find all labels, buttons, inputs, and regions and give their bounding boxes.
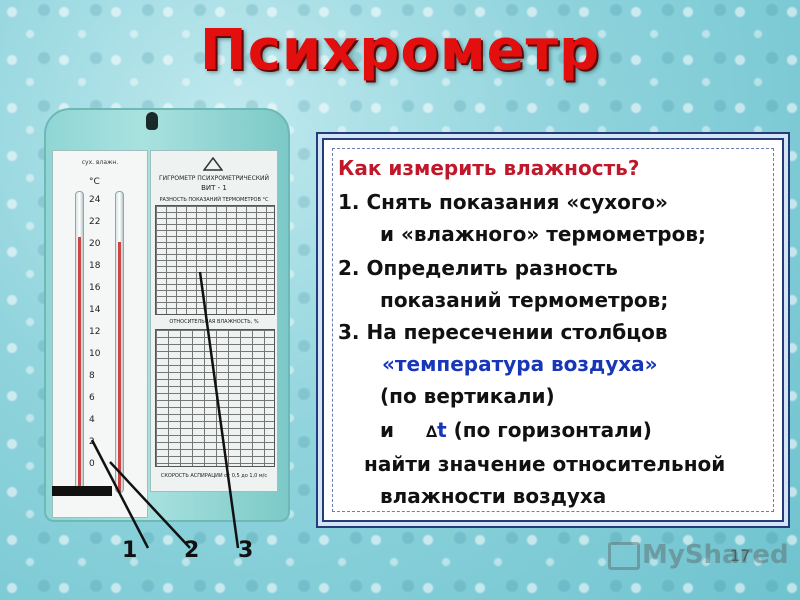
step3-and: и <box>380 418 395 442</box>
instructions-heading: Как измерить влажность? <box>338 156 640 180</box>
scale-tick-label: 16 <box>89 283 101 293</box>
pointer-label-2: 2 <box>184 538 200 563</box>
scale-tick-label: 6 <box>89 393 95 403</box>
scale-unit: °C <box>89 177 100 187</box>
step1-line1: 1. Снять показания «сухого» <box>338 190 668 214</box>
instructions-inner-frame <box>332 148 774 512</box>
hanging-hole <box>146 112 158 130</box>
scale-tick-label: 4 <box>89 415 95 425</box>
scale-tick-label: 12 <box>89 327 101 337</box>
instructions-box: Как измерить влажность? 1. Снять показан… <box>322 138 784 522</box>
psychrometric-table: ГИГРОМЕТР ПСИХРОМЕТРИЧЕСКИЙ ВИТ - 1 РАЗН… <box>150 150 278 492</box>
table-title-1: ГИГРОМЕТР ПСИХРОМЕТРИЧЕСКИЙ <box>158 175 269 182</box>
step2-line1: 2. Определить разность <box>338 256 618 280</box>
step3-line3: (по вертикали) <box>380 384 555 408</box>
humidity-table-upper <box>155 205 275 315</box>
scale-tick-label: 20 <box>89 239 101 249</box>
scale-tick-label: 0 <box>89 459 95 469</box>
step3-line5: найти значение относительной <box>364 452 726 476</box>
scale-tick-label: 18 <box>89 261 101 271</box>
pointer-label-3: 3 <box>238 538 254 563</box>
step3-line4: и ∆t (по горизонтали) <box>380 418 652 442</box>
logo-icon <box>203 157 223 171</box>
step3-line1: 3. На пересечении столбцов <box>338 320 668 344</box>
page-number: 17 <box>730 546 751 565</box>
step3-line2: «температура воздуха» <box>382 352 658 376</box>
scale-tick-label: 10 <box>89 349 101 359</box>
step1-line2: и «влажного» термометров; <box>380 222 707 246</box>
slide-title: Психрометр <box>199 18 601 83</box>
pointer-label-1: 1 <box>122 538 138 563</box>
humidity-table-lower <box>155 329 275 467</box>
scale-tick-label: 22 <box>89 217 101 227</box>
step3-horizontal: (по горизонтали) <box>453 418 652 442</box>
scale-tick-label: 14 <box>89 305 101 315</box>
delta-t: t <box>437 418 447 442</box>
scale-tick-label: 8 <box>89 371 95 381</box>
step2-line2: показаний термометров; <box>380 288 669 312</box>
scale-tick-label: 24 <box>89 195 101 205</box>
step3-line6: влажности воздуха <box>380 484 607 508</box>
table-title-2: ВИТ - 1 <box>201 184 227 192</box>
water-reservoir <box>52 486 112 496</box>
scale-header: сух. влажн. <box>81 159 119 166</box>
watermark-icon <box>608 542 640 570</box>
watermark-text: MyShared <box>642 540 789 570</box>
table-section-1: РАЗНОСТЬ ПОКАЗАНИЙ ТЕРМОМЕТРОВ °С <box>159 197 269 203</box>
table-section-2: ОТНОСИТЕЛЬНАЯ ВЛАЖНОСТЬ, % <box>169 319 259 325</box>
table-footer: СКОРОСТЬ АСПИРАЦИИ от 0,5 до 1,0 м/с <box>160 473 268 479</box>
delta-icon: ∆ <box>425 422 438 441</box>
